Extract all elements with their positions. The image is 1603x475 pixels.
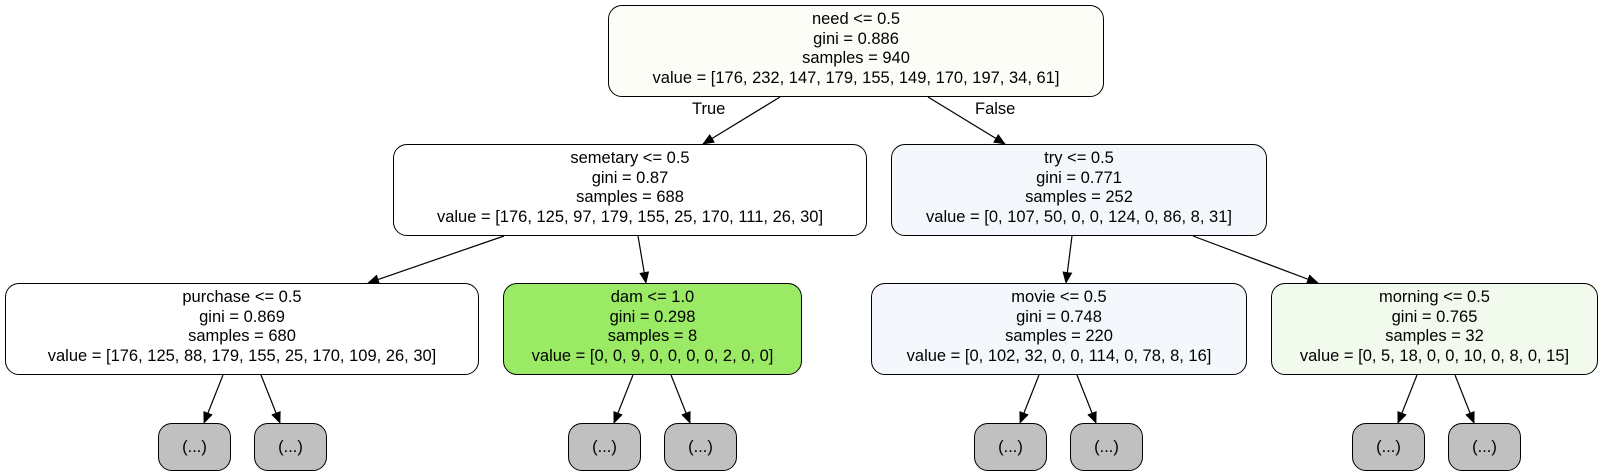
node-samples: samples = 220 bbox=[1005, 327, 1113, 345]
tree-edge bbox=[670, 374, 691, 424]
node-samples: samples = 688 bbox=[576, 188, 684, 206]
node-gini: gini = 0.298 bbox=[609, 307, 696, 326]
tree-node-purchase: purchase <= 0.5 gini = 0.869 samples = 6… bbox=[5, 283, 479, 375]
node-samples: samples = 252 bbox=[1025, 188, 1133, 206]
node-value: value = [0, 107, 50, 0, 0, 124, 0, 86, 8… bbox=[926, 207, 1232, 226]
tree-edge bbox=[260, 374, 281, 424]
node-gini: gini = 0.869 bbox=[199, 307, 285, 326]
node-samples: samples = 32 bbox=[1385, 327, 1484, 345]
node-samples: samples = 940 bbox=[802, 49, 910, 67]
truncated-node: (...) bbox=[254, 423, 327, 471]
truncated-node: (...) bbox=[568, 423, 641, 471]
node-value: value = [0, 0, 9, 0, 0, 0, 0, 2, 0, 0] bbox=[531, 346, 774, 365]
node-samples: samples = 680 bbox=[188, 327, 296, 345]
tree-edge bbox=[1019, 374, 1040, 424]
truncated-node: (...) bbox=[974, 423, 1047, 471]
tree-edge bbox=[1192, 235, 1319, 284]
node-gini: gini = 0.771 bbox=[1036, 168, 1122, 187]
node-gini: gini = 0.765 bbox=[1391, 307, 1478, 326]
node-split-condition: morning <= 0.5 bbox=[1379, 288, 1490, 306]
truncated-node: (...) bbox=[1448, 423, 1521, 471]
node-split-condition: purchase <= 0.5 bbox=[182, 288, 302, 306]
tree-edge bbox=[1454, 374, 1475, 424]
node-gini: gini = 0.87 bbox=[591, 168, 669, 187]
tree-node-movie: movie <= 0.5 gini = 0.748 samples = 220 … bbox=[871, 283, 1247, 375]
node-value: value = [176, 232, 147, 179, 155, 149, 1… bbox=[652, 68, 1060, 87]
node-value: value = [0, 5, 18, 0, 0, 10, 0, 8, 0, 15… bbox=[1299, 346, 1570, 365]
tree-edge bbox=[203, 374, 224, 424]
node-split-condition: movie <= 0.5 bbox=[1011, 288, 1107, 306]
node-split-condition: dam <= 1.0 bbox=[610, 288, 695, 306]
truncated-node: (...) bbox=[1070, 423, 1143, 471]
tree-edge bbox=[1397, 374, 1418, 424]
tree-node-semetary: semetary <= 0.5 gini = 0.87 samples = 68… bbox=[393, 144, 867, 236]
node-value: value = [176, 125, 97, 179, 155, 25, 170… bbox=[436, 207, 824, 226]
edge-label-true: True bbox=[692, 100, 726, 118]
tree-edge bbox=[1076, 374, 1097, 424]
truncated-node: (...) bbox=[1352, 423, 1425, 471]
node-gini: gini = 0.886 bbox=[813, 29, 899, 48]
tree-node-morning: morning <= 0.5 gini = 0.765 samples = 32… bbox=[1271, 283, 1598, 375]
tree-edge bbox=[1062, 235, 1073, 284]
truncated-node: (...) bbox=[664, 423, 737, 471]
tree-node-root: need <= 0.5 gini = 0.886 samples = 940 v… bbox=[608, 5, 1104, 97]
tree-edge bbox=[613, 374, 634, 424]
tree-node-try: try <= 0.5 gini = 0.771 samples = 252 va… bbox=[891, 144, 1267, 236]
tree-edge bbox=[637, 235, 650, 284]
node-value: value = [176, 125, 88, 179, 155, 25, 170… bbox=[47, 346, 437, 365]
edge-label-false: False bbox=[975, 100, 1016, 118]
node-gini: gini = 0.748 bbox=[1016, 307, 1102, 326]
node-split-condition: semetary <= 0.5 bbox=[570, 149, 690, 167]
tree-edge bbox=[367, 235, 505, 285]
truncated-node: (...) bbox=[158, 423, 231, 471]
node-split-condition: need <= 0.5 bbox=[811, 10, 901, 28]
node-split-condition: try <= 0.5 bbox=[1044, 149, 1114, 167]
node-value: value = [0, 102, 32, 0, 0, 114, 0, 78, 8… bbox=[906, 346, 1212, 365]
tree-edge bbox=[927, 96, 1006, 145]
node-samples: samples = 8 bbox=[607, 327, 698, 345]
tree-edge bbox=[702, 96, 781, 145]
tree-node-dam: dam <= 1.0 gini = 0.298 samples = 8 valu… bbox=[503, 283, 802, 375]
